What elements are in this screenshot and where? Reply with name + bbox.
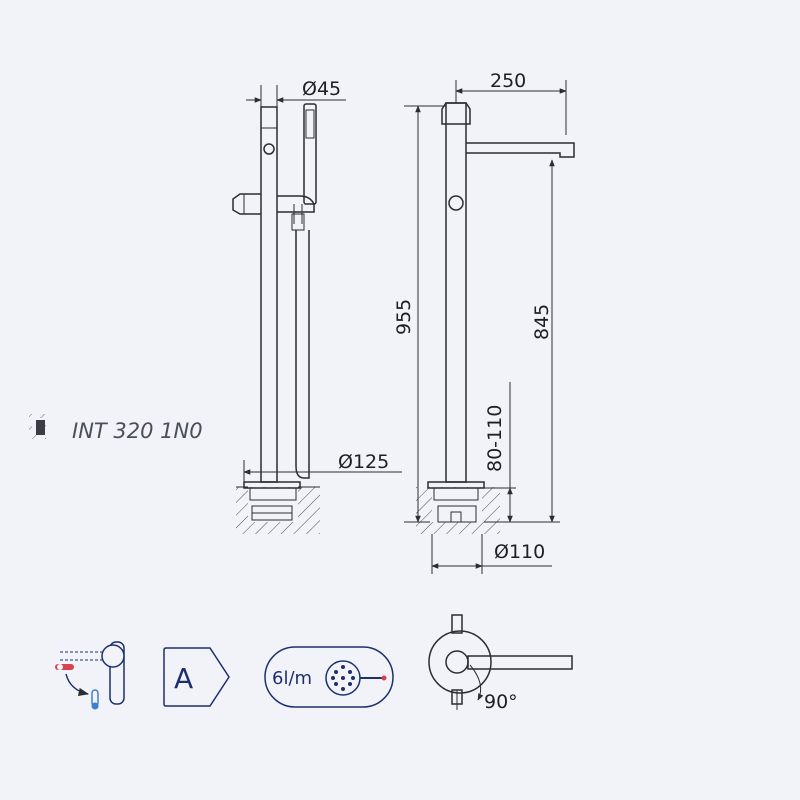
product-code-row: INT 320 1N0	[29, 414, 203, 443]
dim-head-diameter-label: Ø45	[302, 78, 341, 100]
dim-install-depth: 80-110	[484, 382, 516, 523]
dim-head-diameter: Ø45	[246, 78, 346, 107]
dim-flange-diameter-label: Ø110	[494, 541, 545, 563]
side-view: 250 955 845 80-110 Ø110	[393, 70, 575, 574]
dim-spout-reach-label: 250	[490, 70, 526, 92]
dim-total-height-label: 955	[393, 299, 415, 335]
flow-rate-badge: 6l/m	[264, 646, 394, 708]
dim-base-diameter: Ø125	[243, 451, 402, 482]
shower-head-icon	[325, 660, 387, 696]
floor-hatch-front	[236, 486, 320, 534]
energy-class-label: A	[174, 662, 193, 695]
hand-shower-front	[277, 103, 317, 479]
spout-side	[466, 142, 575, 158]
column-front	[260, 106, 278, 483]
dim-total-height: 955	[393, 105, 446, 523]
dim-spout-height-label: 845	[531, 304, 553, 340]
dim-base-diameter-label: Ø125	[338, 451, 389, 473]
flow-rate-label: 6l/m	[272, 668, 312, 689]
column-side	[441, 102, 471, 483]
dim-install-depth-label: 80-110	[484, 405, 506, 472]
dim-spout-height: 845	[484, 159, 560, 523]
product-code: INT 320 1N0	[72, 419, 203, 443]
energy-class-badge: A	[163, 647, 230, 707]
lever-handle-front	[232, 193, 261, 215]
floor-hatch-side	[416, 487, 500, 534]
concealed-box-icon	[29, 414, 46, 439]
hot-cold-mixer-icon	[55, 641, 125, 710]
front-view: Ø45 Ø125	[232, 78, 402, 534]
base-flange-front	[243, 481, 301, 489]
dim-flange-diameter: Ø110	[431, 534, 552, 574]
dim-rotation-label: 90°	[484, 691, 518, 713]
dim-spout-reach: 250	[455, 70, 567, 135]
top-view: 90°	[428, 614, 573, 713]
